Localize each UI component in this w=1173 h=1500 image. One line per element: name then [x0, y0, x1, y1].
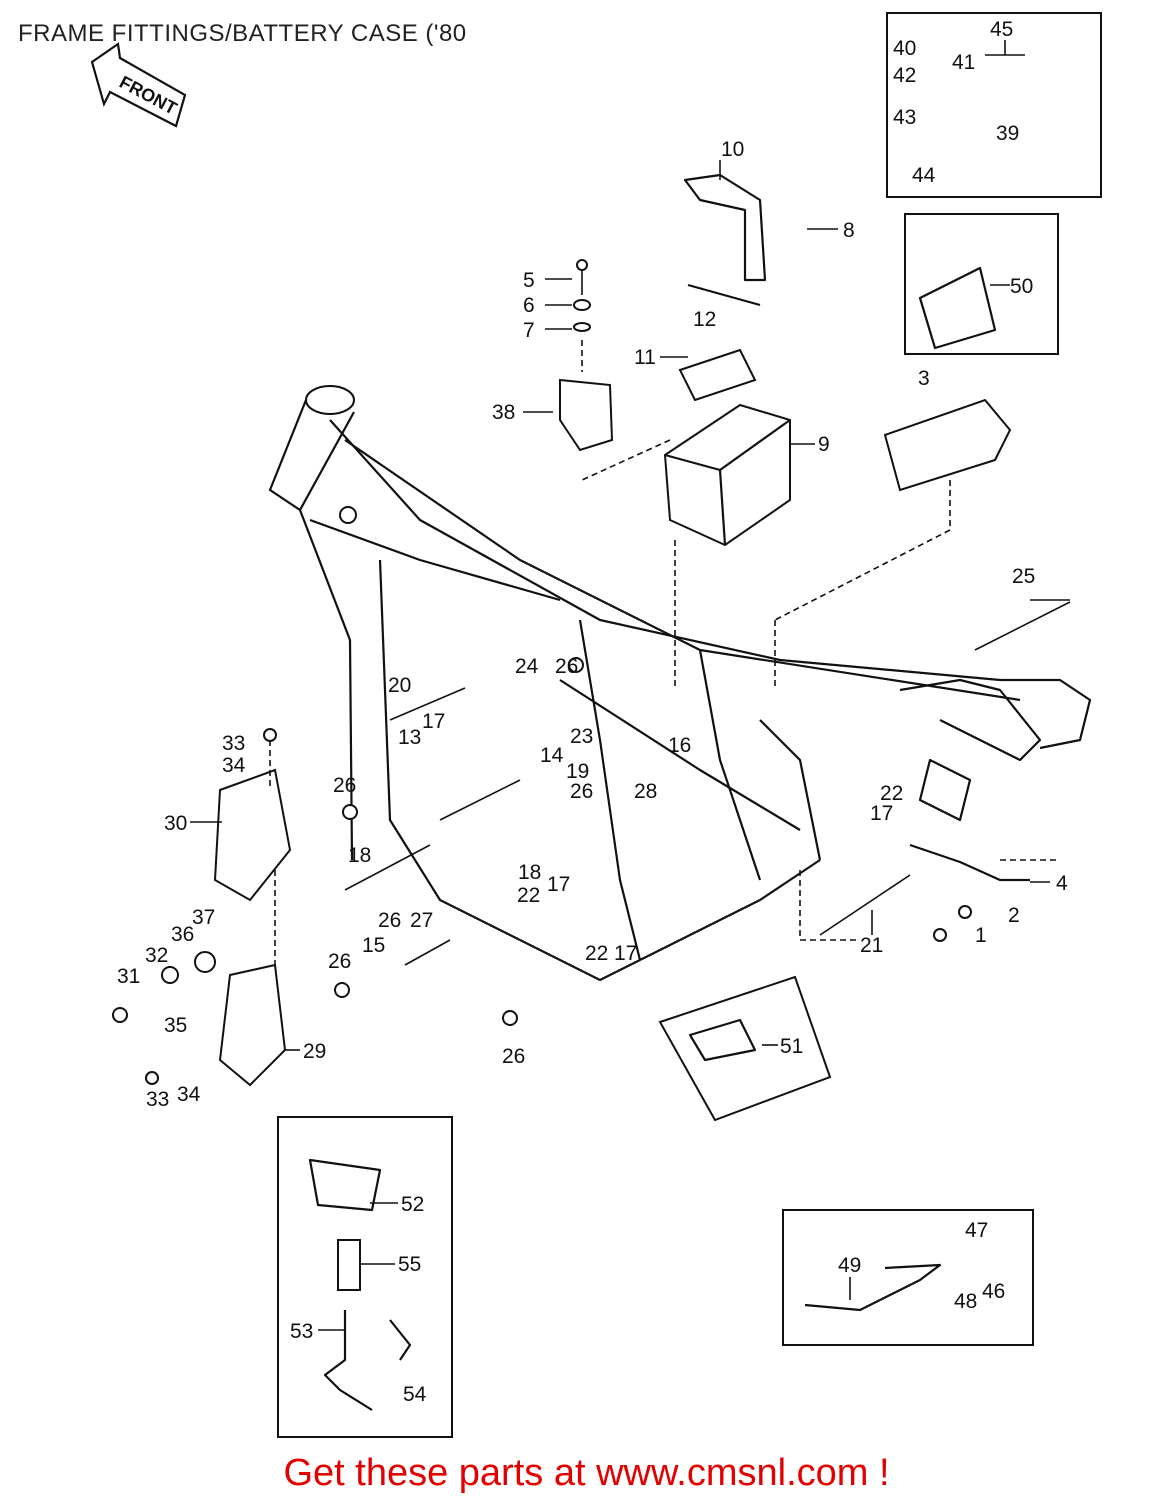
callout-11: 11	[634, 346, 656, 369]
callout-49: 49	[838, 1254, 861, 1277]
callout-26a: 26	[555, 655, 578, 678]
callout-26c: 26	[570, 780, 593, 803]
callout-50: 50	[1010, 275, 1033, 298]
callout-53: 53	[290, 1320, 313, 1343]
callout-26d: 26	[378, 909, 401, 932]
callout-26f: 26	[502, 1045, 525, 1068]
callout-33a: 33	[222, 732, 245, 755]
callout-41: 41	[952, 51, 975, 74]
callout-30: 30	[164, 812, 187, 835]
callout-31: 31	[117, 965, 140, 988]
callout-4: 4	[1056, 872, 1068, 895]
callout-9: 9	[818, 433, 830, 456]
callout-55: 55	[398, 1253, 421, 1276]
callout-17a: 17	[422, 710, 445, 733]
callout-35: 35	[164, 1014, 187, 1037]
callout-32: 32	[145, 944, 168, 967]
callout-3: 3	[918, 367, 930, 390]
callout-14: 14	[540, 744, 564, 767]
callout-51: 51	[780, 1035, 803, 1058]
callout-13: 13	[398, 726, 421, 749]
inset-box-bracket-51	[658, 975, 832, 1122]
callout-52: 52	[401, 1193, 424, 1216]
battery-case-drawing	[213, 173, 1012, 1411]
callout-26b: 26	[333, 774, 356, 797]
callout-26e: 26	[328, 950, 351, 973]
front-arrow-icon: FRONT	[90, 42, 187, 128]
callout-48: 48	[954, 1290, 977, 1313]
inset-box-lock	[886, 12, 1102, 198]
callout-16: 16	[668, 734, 691, 757]
callout-44: 44	[912, 164, 936, 187]
callout-leaders	[190, 40, 1050, 1331]
assembly-lines	[269, 340, 1060, 970]
callout-34b: 34	[177, 1083, 201, 1106]
footer-link[interactable]: Get these parts at www.cmsnl.com !	[283, 1452, 890, 1494]
callout-23: 23	[570, 725, 593, 748]
callout-34a: 34	[222, 754, 246, 777]
callout-21: 21	[860, 934, 883, 957]
callout-10: 10	[721, 138, 744, 161]
callout-33b: 33	[146, 1088, 169, 1111]
page-title: FRAME FITTINGS/BATTERY CASE ('80	[18, 20, 467, 47]
callout-29: 29	[303, 1040, 326, 1063]
callout-22b: 22	[517, 884, 540, 907]
inset-box-bracket-50	[904, 213, 1059, 355]
callout-17b: 17	[870, 802, 893, 825]
callout-24: 24	[515, 655, 539, 678]
callout-12: 12	[693, 308, 716, 331]
fasteners-drawing	[112, 259, 1071, 1085]
callout-27: 27	[410, 909, 433, 932]
callout-36: 36	[171, 923, 194, 946]
frame-drawing	[268, 385, 1092, 982]
callout-20: 20	[388, 674, 411, 697]
callout-18a: 18	[348, 844, 371, 867]
callout-7: 7	[523, 319, 535, 342]
callout-5: 5	[523, 269, 535, 292]
callout-22c: 22	[585, 942, 608, 965]
callout-38: 38	[492, 401, 515, 424]
inset-box-46-49	[782, 1209, 1034, 1346]
callout-15: 15	[362, 934, 385, 957]
callout-22a: 22	[880, 782, 903, 805]
callout-17c: 17	[547, 873, 570, 896]
callout-labels: 1 2 3 4 5 6 7 8 9 10 11 12 13 14 15 16 1…	[117, 18, 1068, 1406]
callout-39: 39	[996, 122, 1019, 145]
callout-47: 47	[965, 1219, 988, 1242]
callout-25: 25	[1012, 565, 1035, 588]
callout-45: 45	[990, 18, 1013, 41]
callout-1: 1	[975, 924, 987, 947]
callout-8: 8	[843, 219, 855, 242]
callout-43: 43	[893, 106, 916, 129]
callout-2: 2	[1008, 904, 1020, 927]
callout-6: 6	[523, 294, 535, 317]
callout-19: 19	[566, 760, 589, 783]
callout-46: 46	[982, 1280, 1005, 1303]
callout-18b: 18	[518, 861, 541, 884]
callout-37: 37	[192, 906, 215, 929]
callout-17d: 17	[614, 942, 637, 965]
callout-40: 40	[893, 37, 916, 60]
callout-42: 42	[893, 64, 916, 87]
callout-28: 28	[634, 780, 657, 803]
callout-54: 54	[403, 1383, 427, 1406]
inset-box-52-55	[277, 1116, 453, 1438]
